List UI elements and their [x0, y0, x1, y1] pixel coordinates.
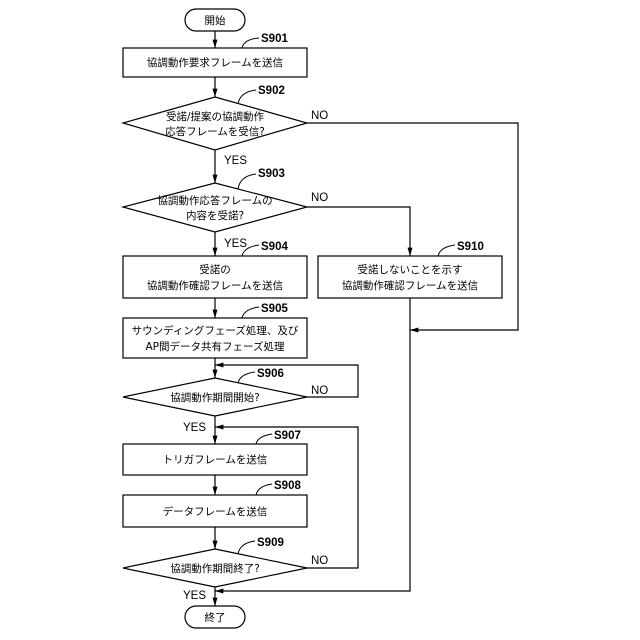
step-s910-id: S910 [457, 241, 484, 253]
step-s907-id: S907 [274, 430, 301, 442]
s902-yes-label: YES [224, 155, 247, 167]
decision-s902-text-line-2: 応答フレームを受信? [165, 125, 265, 138]
step-s908-leader [256, 484, 272, 495]
step-s901-text: 協調動作要求フレームを送信 [147, 56, 283, 69]
decision-s909-text: 協調動作期間終了? [170, 562, 260, 575]
step-s908-text: データフレームを送信 [163, 505, 268, 518]
decision-s902-leader [238, 90, 256, 104]
s909-yes-label: YES [183, 590, 206, 602]
end-terminal: 終了 [185, 606, 245, 628]
decision-s906-leader [238, 372, 255, 383]
decision-s903-text-line-1: 協調動作応答フレームの [157, 194, 272, 207]
s906-no-label: NO [311, 385, 328, 397]
step-s904-id: S904 [261, 241, 288, 253]
step-s904-text-line-1: 受諾の [199, 263, 231, 276]
step-s901-leader [242, 38, 259, 48]
decision-s902-diamond [123, 97, 307, 150]
s903-no-label: NO [311, 192, 328, 204]
step-s907-leader [256, 434, 272, 444]
decision-s906-id: S906 [257, 368, 284, 380]
decision-s903-id: S903 [258, 168, 285, 180]
decision-s903-leader [238, 174, 256, 189]
decision-s906-text: 協調動作期間開始? [170, 391, 260, 404]
step-s905-id: S905 [261, 303, 288, 315]
step-s901-id: S901 [261, 33, 288, 45]
s902-no-label: NO [311, 110, 328, 122]
s902-no-branch-line [307, 123, 518, 330]
step-s910-leader [438, 245, 455, 256]
s906-yes-label: YES [183, 422, 206, 434]
end-label: 終了 [205, 611, 226, 624]
decision-s903-diamond [123, 183, 307, 232]
step-s910-text-line-1: 受諾しないことを示す [358, 263, 463, 276]
s909-no-label: NO [311, 555, 328, 567]
step-s907-text: トリガフレームを送信 [163, 453, 268, 466]
step-s910-text-line-2: 協調動作確認フレームを送信 [342, 279, 478, 292]
decision-s909-id: S909 [257, 537, 284, 549]
decision-s909-leader [238, 541, 255, 554]
decision-s903-text-line-2: 内容を受諾? [186, 209, 244, 222]
step-s904-text-line-2: 協調動作確認フレームを送信 [147, 279, 283, 292]
step-s905-leader [242, 307, 259, 318]
step-s905-text-line-2: AP間データ共有フェーズ処理 [146, 340, 285, 353]
step-s908-id: S908 [274, 480, 301, 492]
s903-no-branch-line [307, 207, 410, 256]
start-label: 開始 [205, 14, 226, 27]
s903-yes-label: YES [224, 238, 247, 250]
step-s905-text-line-1: サウンディングフェーズ処理、及び [132, 324, 299, 337]
start-terminal: 開始 [185, 9, 245, 31]
decision-s902-id: S902 [258, 85, 285, 97]
decision-s902-text-line-1: 受諾/提案の協調動作 [166, 110, 265, 123]
